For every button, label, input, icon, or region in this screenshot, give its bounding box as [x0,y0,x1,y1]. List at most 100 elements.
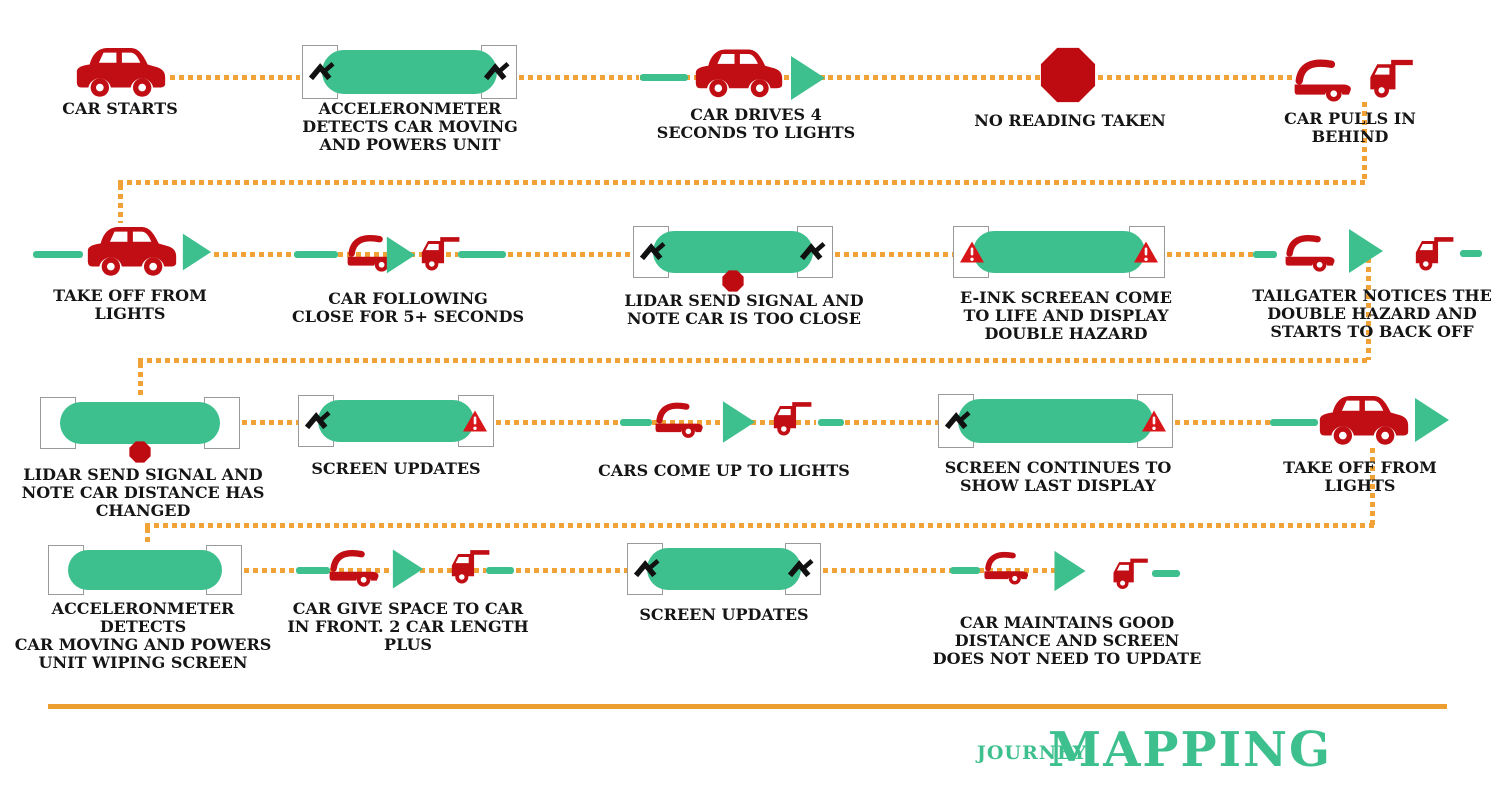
stop-octagon-icon [1040,47,1096,103]
warning-triangle-icon [463,410,487,432]
car-icon [1319,396,1409,445]
truck-icon [421,237,460,271]
sensor-bar [60,402,220,444]
sensor-bar [973,231,1145,273]
play-triangle-icon [1415,398,1449,442]
dotted-connector [1167,252,1253,257]
green-dash-icon [1152,570,1180,577]
dotted-connector [118,180,1367,185]
green-dash-icon [1270,419,1318,426]
dotted-connector-vertical [138,363,143,395]
chevron-sensor-icon [639,241,667,263]
sensor-bar [68,550,222,590]
step-label: SCREEN UPDATES [311,459,481,478]
sensor-unit-accelerometer-2 [48,545,242,595]
car-icon [87,227,177,276]
truck-icon [1370,59,1413,98]
car-hood-open-icon [1291,56,1359,102]
chevron-sensor-icon [787,558,815,580]
dotted-connector [1098,75,1292,80]
sensor-unit-screen-continues [938,394,1173,448]
sensor-bar [318,400,474,442]
step-label: CAR FOLLOWING CLOSE FOR 5+ SECONDS [292,289,524,326]
dotted-connector [138,358,1371,363]
truck-icon [773,402,812,436]
green-dash-icon [33,251,83,258]
dotted-connector-vertical [1370,448,1375,525]
play-triangle-icon [791,56,825,100]
dotted-connector-vertical [1362,102,1367,182]
chevron-sensor-icon [944,410,972,432]
play-triangle-icon [722,401,756,443]
chevron-sensor-icon [633,558,661,580]
green-dash-icon [486,567,514,574]
warning-triangle-icon [1142,410,1166,432]
green-dash-icon [950,567,980,574]
car-icon [76,48,166,97]
step-label: CAR STARTS [62,99,178,118]
sensor-unit-accelerometer [302,45,517,99]
sensor-bar [647,548,801,590]
play-triangle-icon [386,236,416,274]
step-label: CAR MAINTAINS GOOD DISTANCE AND SCREEN D… [932,613,1202,668]
green-dash-icon [640,74,688,81]
step-label: NO READING TAKEN [974,111,1166,130]
car-hood-open-icon [1284,230,1340,274]
step-label: E-INK SCREEAN COME TO LIFE AND DISPLAY D… [960,288,1172,343]
step-label: TAKE OFF FROM LIGHTS [53,286,207,323]
dotted-connector [1175,420,1270,425]
car-hood-open-icon [983,546,1033,588]
warning-triangle-icon [960,241,984,263]
dotted-connector-vertical [145,528,150,546]
dotted-connector [170,75,300,80]
step-label: ACCELERONMETER DETECTS CAR MOVING AND PO… [302,99,518,154]
green-dash-icon [458,251,506,258]
sensor-bar [958,399,1153,443]
step-label: SCREEN UPDATES [639,605,809,624]
truck-icon [451,550,490,584]
mapping-brand-text: MAPPING [1048,722,1332,778]
sensor-unit-screen-updates [298,395,494,447]
play-triangle-icon [392,549,424,589]
green-dash-icon [818,419,844,426]
dotted-connector [214,252,294,257]
step-label: CAR DRIVES 4 SECONDS TO LIGHTS [656,105,856,142]
step-label: LIDAR SEND SIGNAL AND NOTE CAR DISTANCE … [21,465,265,520]
sensor-unit-lidar-2 [40,397,240,463]
sensor-bar [653,231,813,273]
dotted-connector [519,75,639,80]
dotted-connector [242,420,298,425]
dotted-connector [952,568,1072,573]
warning-triangle-icon [1134,241,1158,263]
step-label: CAR GIVE SPACE TO CAR IN FRONT. 2 CAR LE… [287,599,529,654]
journey-brand-text: JOURNEY [976,742,1088,764]
car-hood-open-icon [328,545,384,589]
dotted-connector [828,75,1040,80]
play-triangle-icon [1054,550,1086,592]
green-dash-icon [294,251,338,258]
sensor-bar [322,50,497,94]
step-label: LIDAR SEND SIGNAL AND NOTE CAR IS TOO CL… [624,291,864,328]
dotted-connector [845,420,938,425]
footer-divider [48,704,1447,709]
dotted-connector-vertical [118,185,123,223]
chevron-sensor-icon [799,241,827,263]
dotted-connector [516,568,627,573]
dotted-connector [496,420,620,425]
dotted-connector [823,568,952,573]
chevron-sensor-icon [308,61,336,83]
step-label: SCREEN CONTINUES TO SHOW LAST DISPLAY [944,458,1172,495]
dotted-connector [508,252,633,257]
chevron-sensor-icon [304,410,332,432]
green-dash-icon [1460,250,1482,257]
step-label: TAKE OFF FROM LIGHTS [1283,458,1437,495]
truck-icon [1113,558,1148,590]
green-dash-icon [1253,251,1277,258]
truck-icon [1415,237,1454,271]
play-triangle-icon [1349,229,1383,273]
sensor-unit-screen-updates-2 [627,543,821,595]
stop-octagon-icon [722,270,744,292]
step-label: CARS COME UP TO LIGHTS [598,461,850,480]
green-dash-icon [620,419,652,426]
